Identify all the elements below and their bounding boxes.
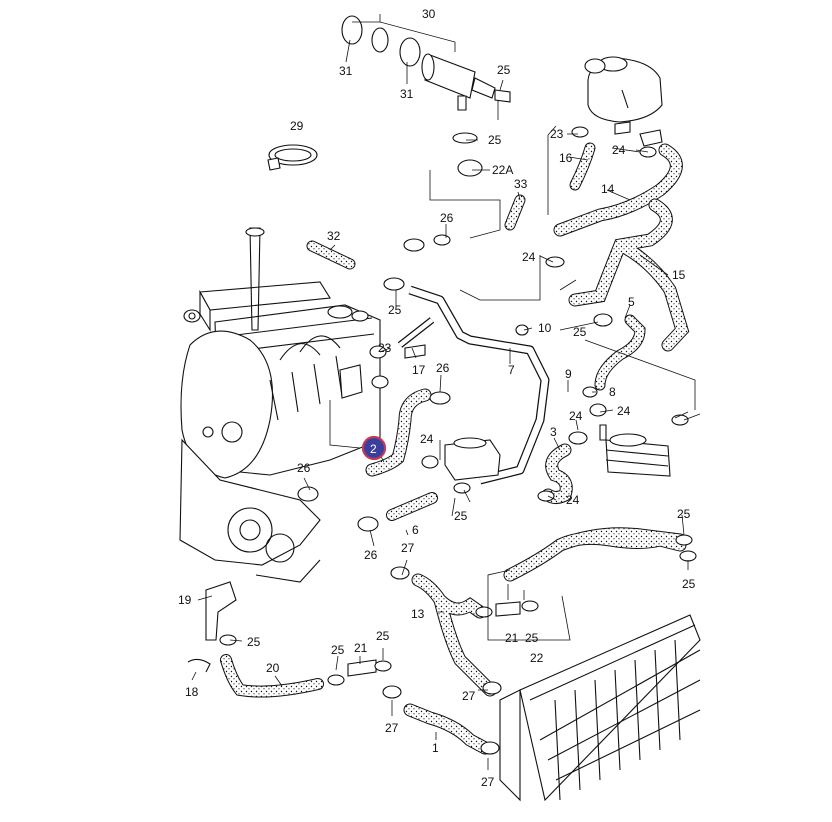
label-32: 32: [327, 229, 341, 243]
label-6: 6: [412, 523, 419, 537]
hoses: [220, 142, 690, 755]
label-29: 29: [290, 119, 304, 133]
label-30: 30: [422, 7, 436, 21]
engine-block: [179, 227, 381, 583]
label-20: 20: [266, 661, 280, 675]
label-25c: 25: [388, 303, 402, 317]
label-33: 33: [514, 177, 528, 191]
label-27b: 27: [462, 689, 476, 703]
label-9: 9: [565, 367, 572, 381]
label-19: 19: [178, 593, 192, 607]
thermostat-assembly: [341, 15, 511, 111]
label-25a: 25: [497, 63, 511, 77]
label-8: 8: [609, 385, 616, 399]
label-24c: 24: [617, 404, 631, 418]
hose-clamp-29: [267, 144, 318, 171]
label-27a: 27: [401, 541, 415, 555]
label-27d: 27: [481, 775, 495, 789]
highlight-marker-2: 2: [361, 435, 387, 461]
fittings: [205, 344, 521, 677]
label-25f: 25: [454, 509, 468, 523]
label-17: 17: [412, 363, 426, 377]
label-24f: 24: [566, 493, 580, 507]
label-3: 3: [550, 425, 557, 439]
label-26d: 26: [364, 548, 378, 562]
oil-cooler: [599, 424, 671, 477]
label-14: 14: [601, 182, 615, 196]
label-25h: 25: [247, 635, 261, 649]
label-25k: 25: [376, 629, 390, 643]
label-25g: 25: [682, 577, 696, 591]
label-27c: 27: [385, 721, 399, 735]
label-24d: 24: [569, 409, 583, 423]
label-25e: 25: [677, 507, 691, 521]
label-15: 15: [672, 268, 686, 282]
label-21a: 21: [505, 631, 519, 645]
label-7: 7: [508, 363, 515, 377]
label-5: 5: [628, 295, 635, 309]
leader-lines: [191, 14, 701, 770]
label-26c: 26: [297, 461, 311, 475]
label-25d: 25: [573, 325, 587, 339]
label-22a: 22A: [492, 163, 513, 177]
label-31a: 31: [339, 64, 353, 78]
label-24e: 24: [420, 432, 434, 446]
metal-pipes: [397, 285, 550, 485]
label-2: 2: [370, 442, 377, 456]
expansion-tank: [584, 56, 663, 147]
label-18: 18: [185, 685, 199, 699]
part-labels: 30 31 31 25 25 22A 29 33 26 16 23 24 14 …: [178, 7, 696, 789]
label-25b: 25: [488, 133, 502, 147]
label-23a: 23: [550, 127, 564, 141]
label-1: 1: [432, 741, 439, 755]
coolant-flange-housing: [444, 437, 501, 481]
label-22: 22: [530, 651, 544, 665]
label-31b: 31: [400, 87, 414, 101]
label-24a: 24: [612, 143, 626, 157]
label-21b: 21: [354, 641, 368, 655]
label-16: 16: [559, 151, 573, 165]
label-26a: 26: [440, 211, 454, 225]
radiator: [499, 614, 701, 802]
label-24b: 24: [522, 250, 536, 264]
label-10: 10: [538, 321, 552, 335]
label-25j: 25: [331, 643, 345, 657]
label-26b: 26: [436, 361, 450, 375]
label-25i: 25: [525, 631, 539, 645]
label-23b: 23: [378, 341, 392, 355]
label-13: 13: [411, 607, 425, 621]
